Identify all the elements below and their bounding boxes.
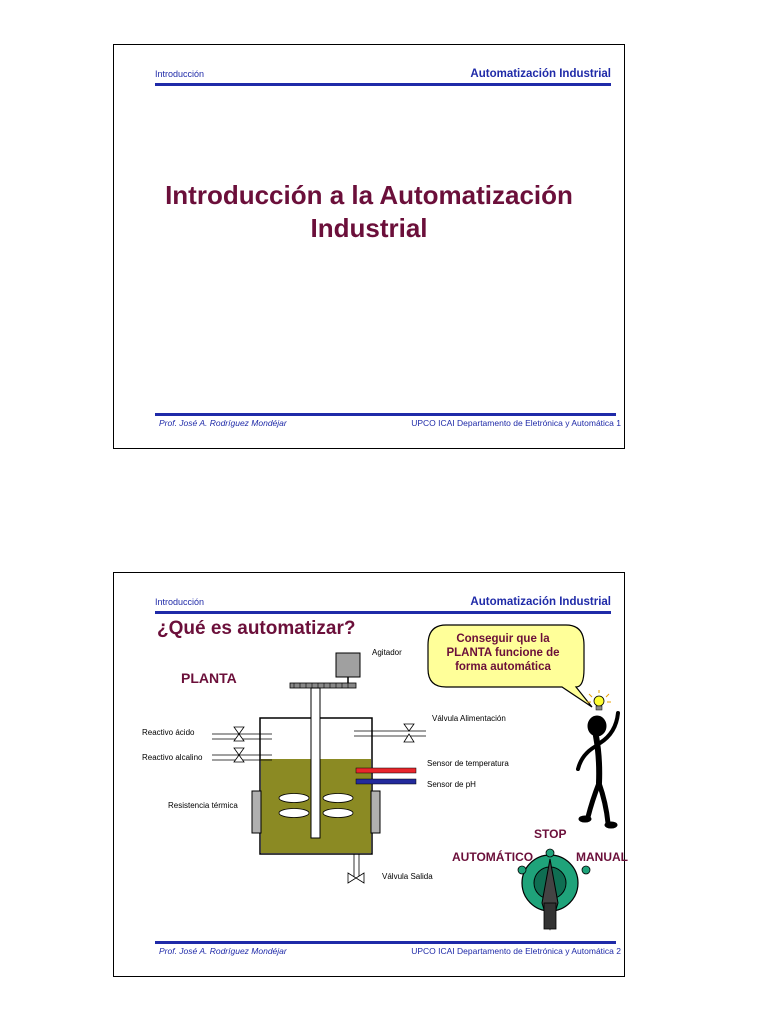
bubble-line-2: PLANTA funcione de [446, 647, 560, 659]
switch-label-automatico: AUTOMÁTICO [452, 850, 534, 864]
footer-institution: UPCO ICAI Departamento de Eletrónica y A… [411, 418, 621, 428]
label-valvula-salida: Válvula Salida [382, 872, 433, 881]
agitator-motor [335, 652, 361, 678]
heater-left [251, 790, 262, 834]
footer-author: Prof. José A. Rodríguez Mondéjar [159, 418, 287, 428]
slide-title-line-2: Industrial [310, 213, 428, 243]
mode-selector-switch[interactable] [521, 854, 579, 931]
bubble-line-1: Conseguir que la [456, 633, 550, 645]
header-course-title: Automatización Industrial [470, 596, 611, 608]
switch-label-stop: STOP [534, 827, 567, 841]
header-section-label: Introducción [155, 597, 205, 607]
label-valvula-alimentacion: Válvula Alimentación [432, 714, 506, 723]
bubble-line-3: forma automática [455, 661, 551, 673]
stop-indicator-light [545, 848, 555, 858]
label-resistencia-termica: Resistencia térmica [168, 801, 238, 810]
speech-bubble [427, 624, 593, 708]
speech-bubble-text: Conseguir que la PLANTA funcione de form… [438, 632, 568, 674]
agitator-shaft [310, 687, 321, 839]
manual-indicator-light [581, 865, 591, 875]
slide-title-line-1: Introducción a la Automatización [165, 180, 573, 210]
plant-diagram [212, 624, 620, 931]
heater-right [370, 790, 381, 834]
planta-label: PLANTA [181, 670, 237, 686]
switch-label-manual: MANUAL [576, 850, 628, 864]
footer-rule [155, 413, 616, 416]
header-section-label: Introducción [155, 69, 205, 79]
footer-institution: UPCO ICAI Departamento de Eletrónica y A… [411, 946, 621, 956]
slide-2: Introducción Automatización Industrial ¿… [113, 572, 628, 977]
footer-author: Prof. José A. Rodríguez Mondéjar [159, 946, 287, 956]
temperature-sensor [355, 767, 417, 774]
stick-figure-icon [576, 711, 620, 829]
slide-1: Introducción Automatización Industrial I… [113, 44, 625, 449]
slide-title: ¿Qué es automatizar? [157, 618, 356, 639]
automatico-indicator-light [517, 865, 527, 875]
label-sensor-temperatura: Sensor de temperatura [427, 759, 509, 768]
label-agitador: Agitador [372, 648, 402, 657]
label-reactivo-acido: Reactivo ácido [142, 728, 195, 737]
ph-sensor [355, 778, 417, 785]
label-reactivo-alcalino: Reactivo alcalino [142, 753, 203, 762]
lightbulb-icon [587, 690, 611, 711]
header-rule [155, 83, 611, 86]
header-rule [155, 611, 611, 614]
label-sensor-ph: Sensor de pH [427, 780, 476, 789]
slide-title: Introducción a la Automatización Industr… [144, 179, 594, 245]
agitator-gear [289, 682, 357, 689]
header-course-title: Automatización Industrial [470, 68, 611, 80]
footer-rule [155, 941, 616, 944]
